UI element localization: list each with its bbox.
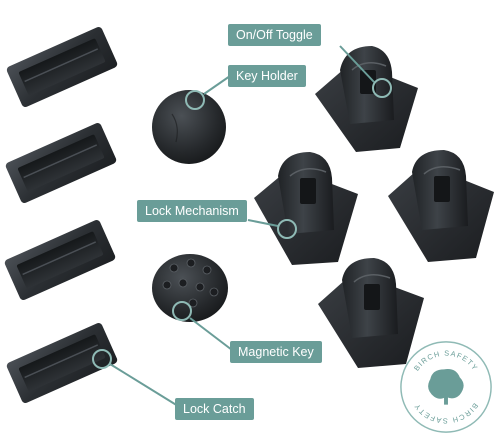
lock-mechanism-2 (254, 152, 358, 265)
callout-key-holder (185, 75, 231, 110)
lock-catch-1 (6, 27, 118, 107)
label-key-holder: Key Holder (228, 65, 306, 87)
tree-icon (428, 369, 464, 405)
magnetic-key-disc (152, 254, 228, 322)
seal-text-bottom: BIRCH SAFETY (412, 401, 480, 425)
lock-catch-4 (6, 323, 118, 403)
seal-ring (400, 341, 492, 433)
label-on-off-toggle: On/Off Toggle (228, 24, 321, 46)
lock-catch-3 (4, 220, 116, 300)
birch-safety-seal: BIRCH SAFETY BIRCH SAFETY (400, 341, 492, 433)
lock-mechanism-4 (318, 258, 424, 368)
callout-toggle (339, 45, 392, 98)
callout-lock-mechanism (247, 219, 297, 239)
label-lock-catch: Lock Catch (175, 398, 254, 420)
label-lock-mechanism: Lock Mechanism (137, 200, 247, 222)
seal-text-top: BIRCH SAFETY (412, 349, 480, 373)
key-holder-disc (152, 90, 226, 164)
lock-mechanism-1 (315, 46, 418, 152)
label-magnetic-key: Magnetic Key (230, 341, 322, 363)
callout-magnetic-key (172, 301, 233, 351)
lock-catch-2 (5, 123, 117, 203)
lock-mechanism-3 (388, 150, 494, 262)
callout-lock-catch (92, 349, 179, 407)
